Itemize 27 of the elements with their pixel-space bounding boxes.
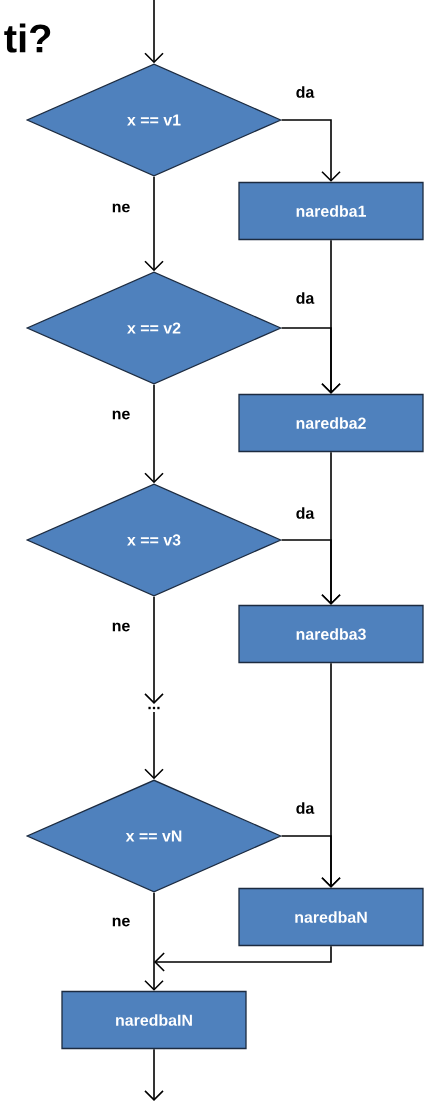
arrow <box>280 835 341 888</box>
arrow <box>154 945 332 972</box>
process-box: naredba3 <box>238 604 424 664</box>
arrow <box>144 383 164 484</box>
arrow <box>144 595 164 705</box>
process-box: naredbaN <box>238 887 424 947</box>
arrow <box>144 0 164 64</box>
edge-label: da <box>296 292 315 304</box>
edge-label: da <box>296 507 315 519</box>
ellipsis-text: ... <box>148 706 160 710</box>
arrow <box>280 327 341 394</box>
edge-label: ne <box>112 622 130 632</box>
process-box: naredba2 <box>238 393 424 453</box>
arrow <box>280 119 341 182</box>
process-box: naredbaIN <box>61 990 247 1050</box>
edge-label: ne <box>112 203 130 213</box>
title: ti? <box>4 23 51 53</box>
edge-label: ne <box>112 410 130 420</box>
arrow <box>144 891 164 991</box>
process-box: naredba1 <box>238 181 424 241</box>
arrow <box>144 711 164 780</box>
edge-label: da <box>296 802 315 814</box>
arrow <box>144 1048 164 1101</box>
arrow <box>280 539 341 605</box>
edge-label: ne <box>112 917 130 927</box>
arrow <box>144 175 164 272</box>
edge-label: da <box>296 86 315 98</box>
